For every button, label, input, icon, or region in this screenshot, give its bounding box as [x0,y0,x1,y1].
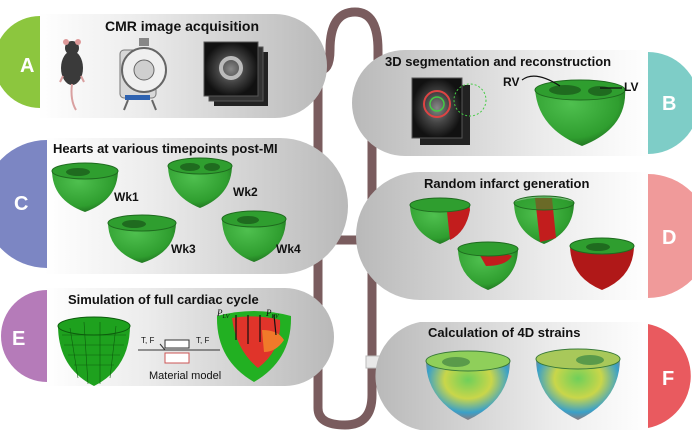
panel-b: B 3D segmentation and reconstruction RV … [352,50,692,156]
panel-b-title: 3D segmentation and reconstruction [385,54,611,69]
panel-f-tab [648,324,691,428]
panel-a-title: CMR image acquisition [105,18,259,34]
panel-a-letter: A [20,55,34,77]
label-material-model: Material model [149,370,221,382]
label-wk2: Wk2 [233,185,258,199]
label-wk4: Wk4 [276,242,301,256]
panel-f: F Calculation of 4D strains [375,322,691,430]
panel-e-letter: E [12,328,25,350]
label-rv: RV [503,75,519,89]
panel-d-tab [648,174,692,298]
label-tf-left: T, F [141,336,154,345]
label-p-rv: PRV [265,308,280,320]
heart-infarct-3 [457,241,519,290]
mesh-heart [57,316,131,386]
panel-f-title: Calculation of 4D strains [428,325,580,340]
mouse-icon [59,39,85,111]
label-lv: LV [624,80,638,94]
panel-d-title: Random infarct generation [424,176,589,191]
segmentation-stack [411,77,487,145]
heart-wk4 [221,210,287,262]
panel-c-tab [0,140,47,268]
panel-e: E Simulation of full cardiac cycle T, F … [1,288,334,386]
heart-infarct-2 [513,195,575,244]
material-model-circuit [138,339,220,364]
panel-c: C Hearts at various timepoints post-MI W… [0,138,348,274]
label-tf-right: T, F [196,336,209,345]
panel-e-tab [1,290,47,382]
strain-heart-2 [535,348,621,420]
panel-a: A CMR image acquisition [0,14,327,118]
heart-infarct-4 [569,237,635,290]
panel-e-title: Simulation of full cardiac cycle [68,292,259,307]
label-wk3: Wk3 [171,242,196,256]
reconstructed-heart [534,79,626,146]
label-p-lv: PLV [216,308,231,320]
process-connector-main [305,65,377,430]
label-wk1: Wk1 [114,190,139,204]
panel-b-letter: B [662,93,676,115]
mri-scanner-icon [119,38,167,111]
pressure-heart [216,311,292,382]
mri-image-stack [203,41,268,106]
panel-f-letter: F [662,368,674,390]
panel-d-letter: D [662,227,676,249]
heart-infarct-1 [409,197,471,244]
panel-b-tab [648,52,692,154]
panel-c-title: Hearts at various timepoints post-MI [53,141,278,156]
heart-wk3 [107,214,177,263]
panel-d: D Random infarct generation [356,172,692,300]
panel-c-letter: C [14,193,28,215]
strain-heart-1 [425,350,511,420]
heart-wk1 [51,162,119,212]
heart-wk2 [167,157,233,208]
panel-a-tab [0,16,40,108]
